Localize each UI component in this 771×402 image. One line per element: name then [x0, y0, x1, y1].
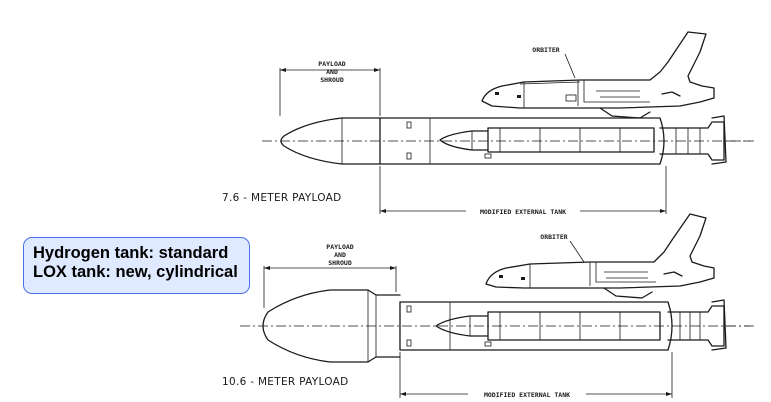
config-7-6-meter: PAYLOAD AND SHROUD ORBITER MODIFIED EXTE… — [222, 31, 756, 216]
srb-top — [439, 127, 655, 153]
orbiter-label: ORBITER — [540, 233, 567, 241]
aft-engines-top — [659, 121, 725, 161]
srb-bottom — [435, 311, 661, 341]
payload-label-line2: AND — [334, 251, 346, 259]
orbiter-label: ORBITER — [532, 46, 559, 54]
config-title: 7.6 - METER PAYLOAD — [222, 192, 342, 204]
payload-label-line3: SHROUD — [328, 259, 352, 267]
tank-notes-callout: Hydrogen tank: standard LOX tank: new, c… — [23, 237, 250, 294]
tank-label: MODIFIED EXTERNAL TANK — [484, 391, 570, 399]
payload-label-line1: PAYLOAD — [326, 243, 353, 251]
callout-line-lox: LOX tank: new, cylindrical — [33, 263, 238, 281]
payload-label-line2: AND — [326, 68, 338, 76]
orbiter-bottom — [485, 213, 715, 299]
orbiter-top — [481, 31, 715, 119]
config-title: 10.6 - METER PAYLOAD — [222, 376, 348, 388]
callout-line-hydrogen: Hydrogen tank: standard — [33, 244, 229, 262]
payload-shroud-top — [280, 117, 381, 165]
aft-engines-bottom — [667, 305, 725, 347]
external-tank-top — [379, 117, 665, 165]
config-10-6-meter: PAYLOAD AND SHROUD ORBITER MODIFIED EXTE… — [222, 213, 756, 399]
payload-label-line1: PAYLOAD — [318, 60, 345, 68]
tank-label: MODIFIED EXTERNAL TANK — [480, 208, 566, 216]
external-tank-bottom — [399, 301, 673, 351]
payload-shroud-bottom — [262, 289, 401, 363]
payload-label-line3: SHROUD — [320, 76, 344, 84]
